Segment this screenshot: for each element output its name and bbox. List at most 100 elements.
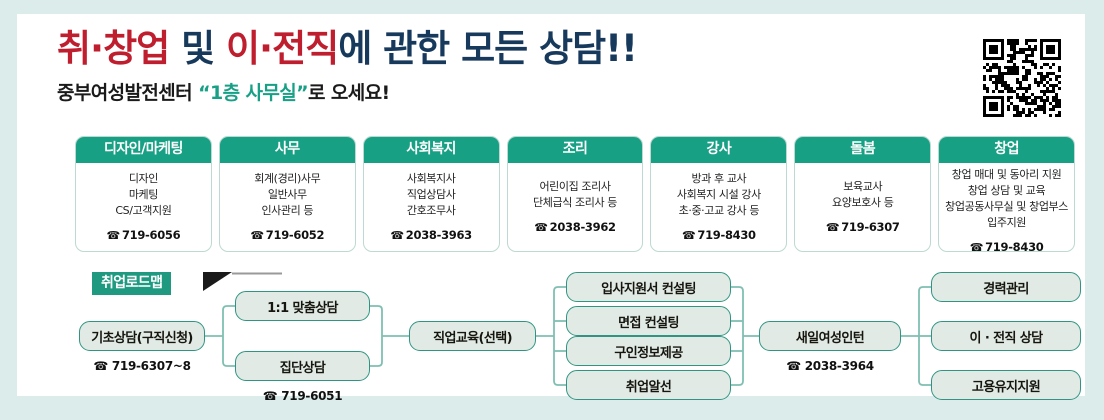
category-card-title: 디자인/마케팅 [76, 137, 211, 164]
category-phone[interactable]: ☎2038-3963 [390, 228, 472, 242]
category-phone[interactable]: ☎719-6307 [826, 220, 900, 234]
category-item: 창업 매대 및 동아리 지원 [951, 168, 1062, 182]
roadmap-node-service-4[interactable]: 취업알선 [566, 370, 731, 400]
roadmap-node-phone[interactable]: ☎ 719-6307~8 [79, 359, 205, 373]
roadmap-node-label: 이 · 전직 상담 [969, 330, 1044, 346]
category-item: 요양보호사 등 [832, 195, 894, 209]
roadmap-node-phone-number: 2038-3964 [804, 359, 874, 373]
roadmap-node-service-2[interactable]: 면접 컨설팅 [566, 306, 731, 336]
category-item: 창업공동사무실 및 창업부스 [945, 200, 1068, 214]
category-item: 방과 후 교사 [691, 171, 747, 185]
telephone-icon: ☎ [681, 228, 696, 242]
category-phone[interactable]: ☎719-8430 [682, 228, 756, 242]
category-item: 입주지원 [987, 216, 1027, 230]
title-segment-0: 취·창업 [57, 27, 170, 70]
telephone-icon: ☎ [93, 359, 112, 373]
roadmap-node-label: 구인정보제공 [614, 345, 683, 361]
category-item: CS/고객지원 [115, 203, 172, 217]
category-phone-number: 719-8430 [985, 240, 1044, 252]
roadmap-node-service-3[interactable]: 구인정보제공 [566, 336, 731, 366]
telephone-icon: ☎ [106, 228, 121, 242]
category-item: 디자인 [128, 171, 159, 185]
roadmap-node-label: 면접 컨설팅 [618, 315, 679, 331]
category-item: 어린이집 조리사 [539, 179, 611, 193]
roadmap-badge: 취업로드맵 [92, 272, 172, 295]
category-card-title: 조리 [507, 137, 643, 164]
roadmap-node-consult-group[interactable]: 집단상담 [235, 351, 370, 381]
roadmap-connectors [205, 286, 931, 386]
telephone-icon: ☎ [390, 228, 404, 242]
page-title: 취·창업 및 이·전직에 관한 모든 상담!! [57, 27, 638, 71]
employment-roadmap: 취업로드맵 [17, 264, 1085, 403]
roadmap-node-service-1[interactable]: 입사지원서 컨설팅 [566, 272, 731, 302]
category-phone-number: 2038-3963 [405, 227, 472, 242]
roadmap-node-after-3[interactable]: 고용유지지원 [931, 370, 1081, 400]
category-item: 사회복지 시설 강사 [676, 187, 761, 201]
category-item: 회계(경리)사무 [254, 171, 321, 185]
roadmap-node-label: 집단상담 [279, 360, 326, 376]
roadmap-node-start[interactable]: 기초상담(구직신청) [79, 321, 205, 351]
category-card-title: 사회복지 [363, 137, 499, 164]
roadmap-node-label: 1:1 맞춤상담 [267, 300, 338, 316]
category-phone-number: 719-6307 [841, 219, 900, 234]
roadmap-node-label: 경력관리 [983, 281, 1029, 297]
roadmap-node-phone[interactable]: ☎ 2038-3964 [759, 359, 901, 373]
subtitle-prefix: 중부여성발전센터 [57, 81, 199, 104]
category-phone[interactable]: ☎2038-3962 [534, 220, 616, 234]
telephone-icon: ☎ [250, 228, 264, 242]
category-item: 직업상담사 [406, 187, 456, 201]
roadmap-node-after-1[interactable]: 경력관리 [931, 272, 1081, 302]
telephone-icon: ☎ [969, 241, 984, 252]
category-item: 초·중·고교 강사 등 [678, 203, 760, 217]
roadmap-node-training[interactable]: 직업교육(선택) [409, 321, 536, 351]
telephone-icon: ☎ [825, 220, 840, 234]
page-subtitle: 중부여성발전센터 “1층 사무실”로 오세요! [57, 78, 637, 105]
category-item: 보육교사 [843, 179, 883, 193]
roadmap-node-label: 직업교육(선택) [433, 330, 512, 346]
category-item: 사회복지사 [406, 171, 456, 185]
category-phone[interactable]: ☎719-8430 [969, 240, 1044, 252]
roadmap-node-consult-1on1[interactable]: 1:1 맞춤상담 [235, 291, 370, 321]
roadmap-node-label: 고용유지지원 [971, 379, 1041, 395]
roadmap-node-phone[interactable]: ☎ 719-6051 [235, 389, 370, 403]
category-phone[interactable]: ☎719-6052 [250, 228, 324, 242]
roadmap-node-label: 취업알선 [625, 379, 672, 395]
roadmap-node-intern[interactable]: 새일여성인턴 [759, 321, 901, 351]
title-segment-1: 및 [169, 27, 226, 70]
category-phone-number: 719-8430 [697, 227, 756, 242]
category-phone-number: 2038-3962 [549, 219, 616, 234]
title-segment-2: 이·전직 [226, 27, 339, 70]
qr-code-icon[interactable] [983, 39, 1061, 117]
poster-canvas: 취·창업 및 이·전직에 관한 모든 상담!! 중부여성발전센터 “1층 사무실… [17, 14, 1085, 403]
roadmap-node-label: 입사지원서 컨설팅 [601, 281, 696, 297]
subtitle-highlight: “1층 사무실” [198, 81, 309, 104]
category-phone[interactable]: ☎719-6056 [107, 228, 181, 242]
category-card-title: 돌봄 [795, 137, 931, 164]
category-card-title: 강사 [651, 137, 787, 164]
telephone-icon: ☎ [534, 220, 548, 234]
category-item: 마케팅 [128, 187, 159, 201]
category-item: 창업 상담 및 교육 [967, 184, 1046, 198]
category-item: 단체급식 조리사 등 [533, 195, 617, 209]
poster-header: 취·창업 및 이·전직에 관한 모든 상담!! 중부여성발전센터 “1층 사무실… [57, 27, 638, 105]
roadmap-node-after-2[interactable]: 이 · 전직 상담 [931, 321, 1081, 351]
roadmap-node-label: 새일여성인턴 [795, 330, 865, 346]
